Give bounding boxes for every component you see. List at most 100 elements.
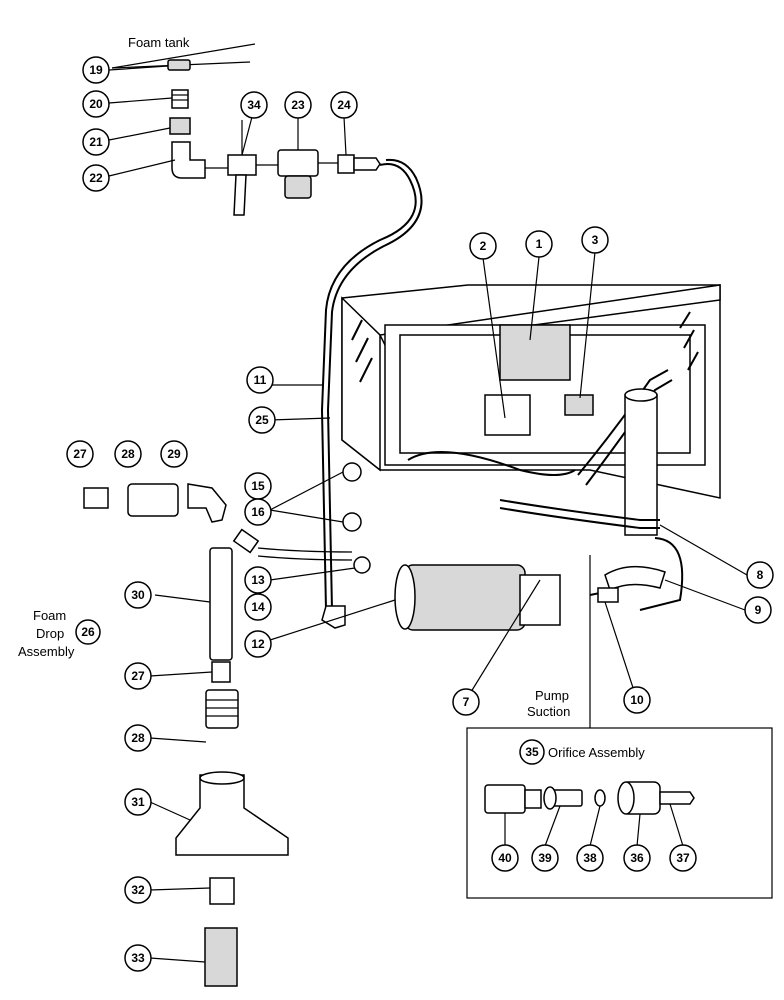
- svg-text:8: 8: [757, 568, 764, 582]
- pump-suction-label-1: Pump: [535, 688, 569, 703]
- callout-24: 24: [330, 91, 358, 119]
- callout-29: 29: [160, 440, 188, 468]
- callout-22: 22: [82, 164, 110, 192]
- callouts: 19 20 21 22 34 23 24 1 2 3 11 25 15 16 1…: [66, 56, 774, 972]
- svg-text:14: 14: [251, 600, 265, 614]
- foam-tank-label: Foam tank: [128, 35, 190, 50]
- svg-text:22: 22: [89, 171, 103, 185]
- coupling-28-top: [127, 483, 179, 517]
- wire-connector: [232, 528, 260, 554]
- callout-12: 12: [244, 630, 272, 658]
- svg-text:28: 28: [131, 731, 145, 745]
- leader-lines: [108, 65, 748, 963]
- svg-text:10: 10: [630, 693, 644, 707]
- callout-25: 25: [248, 406, 276, 434]
- callout-21: 21: [82, 128, 110, 156]
- svg-text:31: 31: [131, 795, 145, 809]
- enclosure: [232, 284, 721, 631]
- callout-35: 35: [519, 739, 545, 765]
- orifice-part-37: [659, 791, 695, 805]
- callout-38: 38: [576, 844, 604, 872]
- filter-8: [624, 394, 658, 536]
- pump-head: [519, 574, 561, 626]
- callout-20: 20: [82, 90, 110, 118]
- svg-text:27: 27: [131, 669, 145, 683]
- svg-text:39: 39: [538, 851, 552, 865]
- component-1: [499, 324, 571, 381]
- elbow-29: [187, 483, 227, 523]
- callout-30: 30: [124, 581, 152, 609]
- svg-text:1: 1: [536, 237, 543, 251]
- hose-11: [320, 163, 417, 611]
- fitting-10: [597, 587, 619, 603]
- nipple-20: [171, 89, 189, 109]
- svg-text:9: 9: [755, 603, 762, 617]
- callout-15: 15: [244, 472, 272, 500]
- coupling-28-bottom: [205, 689, 239, 729]
- orifice-part-40: [484, 784, 526, 814]
- svg-text:24: 24: [337, 98, 351, 112]
- fitting-27-bottom: [211, 661, 231, 683]
- foam-drop-assembly: [83, 483, 289, 987]
- callout-10: 10: [623, 686, 651, 714]
- callout-7: 7: [452, 688, 480, 716]
- fitting-27-top: [83, 487, 109, 509]
- callout-37: 37: [669, 844, 697, 872]
- foam-drop-label-1: Foam: [33, 608, 66, 623]
- callout-36: 36: [623, 844, 651, 872]
- callout-3: 3: [581, 226, 609, 254]
- svg-text:40: 40: [498, 851, 512, 865]
- callout-28-bottom: 28: [124, 724, 152, 752]
- svg-text:19: 19: [89, 63, 103, 77]
- svg-text:35: 35: [525, 745, 539, 759]
- svg-text:33: 33: [131, 951, 145, 965]
- pump-12: [404, 564, 526, 631]
- foam-tank-assembly: Foam tank: [111, 35, 423, 611]
- callout-11: 11: [246, 366, 274, 394]
- svg-text:27: 27: [73, 447, 87, 461]
- clamp-9: [604, 565, 666, 592]
- svg-text:29: 29: [167, 447, 181, 461]
- component-2: [484, 394, 531, 436]
- svg-text:37: 37: [676, 851, 690, 865]
- elbow-lower: [321, 605, 346, 629]
- elbow-22: [171, 141, 206, 179]
- svg-text:21: 21: [89, 135, 103, 149]
- foam-drop-cone-31: [175, 774, 289, 856]
- component-3: [564, 394, 594, 416]
- callout-27-bottom: 27: [124, 662, 152, 690]
- svg-text:16: 16: [251, 505, 265, 519]
- hex-21: [169, 117, 191, 135]
- callout-28-top: 28: [114, 440, 142, 468]
- svg-text:30: 30: [131, 588, 145, 602]
- svg-text:13: 13: [251, 573, 265, 587]
- svg-text:7: 7: [463, 695, 470, 709]
- svg-text:3: 3: [592, 233, 599, 247]
- callout-19: 19: [82, 56, 110, 84]
- svg-text:38: 38: [583, 851, 597, 865]
- svg-text:32: 32: [131, 883, 145, 897]
- callout-14: 14: [244, 593, 272, 621]
- svg-text:36: 36: [630, 851, 644, 865]
- strainer-bowl: [284, 175, 312, 199]
- pump-suction-label-2: Suction: [527, 704, 570, 719]
- svg-text:23: 23: [291, 98, 305, 112]
- valve-handle: [233, 174, 247, 216]
- foam-element-33: [204, 927, 238, 987]
- vent-louvers: [351, 311, 699, 383]
- valve-34: [227, 154, 257, 176]
- callout-1: 1: [525, 230, 553, 258]
- svg-text:34: 34: [247, 98, 261, 112]
- foam-drop-label-3: Assembly: [18, 644, 75, 659]
- fitting-13: [353, 556, 371, 574]
- svg-text:28: 28: [121, 447, 135, 461]
- callout-33: 33: [124, 944, 152, 972]
- svg-text:12: 12: [251, 637, 265, 651]
- svg-text:20: 20: [89, 97, 103, 111]
- svg-text:15: 15: [251, 479, 265, 493]
- callout-9: 9: [744, 596, 772, 624]
- orifice-assembly-label: Orifice Assembly: [548, 745, 645, 760]
- callout-27-top: 27: [66, 440, 94, 468]
- callout-39: 39: [531, 844, 559, 872]
